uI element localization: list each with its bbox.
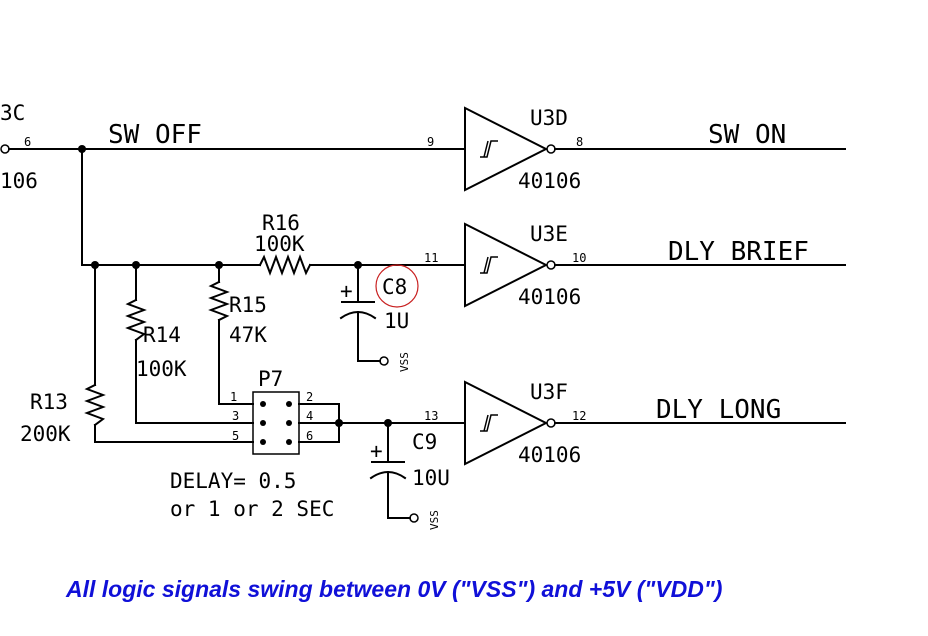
u3e-in-pin: 11 bbox=[424, 251, 438, 265]
r13-ref: R13 bbox=[30, 390, 68, 414]
net-delay-bus bbox=[81, 261, 261, 386]
c8-value: 1U bbox=[384, 309, 409, 333]
r15-value: 47K bbox=[229, 323, 267, 347]
net-label-dly-long: DLY_LONG bbox=[656, 395, 781, 425]
u3d-ref: U3D bbox=[530, 106, 568, 130]
p7-pin-2: 2 bbox=[306, 390, 313, 404]
c8-polarity: + bbox=[340, 279, 353, 303]
r13-value: 200K bbox=[20, 422, 71, 446]
u3c-ref: 3C bbox=[0, 101, 25, 125]
delay-note: DELAY= 0.5 or 1 or 2 SEC bbox=[170, 469, 334, 521]
u3f-in-pin: 13 bbox=[424, 409, 438, 423]
net-sw-off: SW_OFF bbox=[8, 120, 466, 266]
u3f-ref: U3F bbox=[530, 380, 568, 404]
p7-pin-4: 4 bbox=[306, 409, 313, 423]
c8-ground-label: VSS bbox=[398, 352, 411, 372]
r16-value: 100K bbox=[254, 232, 305, 256]
net-label-sw-off: SW_OFF bbox=[108, 120, 202, 150]
r14-value: 100K bbox=[136, 357, 187, 381]
p7-pin-1: 1 bbox=[230, 390, 237, 404]
p7-pin-5: 5 bbox=[232, 429, 239, 443]
u3c-output-bubble bbox=[0, 144, 10, 154]
c9-ground-label: VSS bbox=[428, 510, 441, 530]
u3d-out-pin: 8 bbox=[576, 135, 583, 149]
p7-ref: P7 bbox=[258, 367, 283, 391]
resistor-r14: R14 100K bbox=[125, 298, 254, 424]
r14-ref: R14 bbox=[143, 323, 181, 347]
delay-note-line-1: DELAY= 0.5 bbox=[170, 469, 296, 493]
u3e-ref: U3E bbox=[530, 222, 568, 246]
resistor-r16: R16 100K bbox=[254, 211, 466, 276]
partial-gate-u3c: 3C 6 106 bbox=[0, 101, 38, 193]
c8-ref: C8 bbox=[382, 275, 407, 299]
u3d-part: 40106 bbox=[518, 169, 581, 193]
p7-pin-3: 3 bbox=[232, 409, 239, 423]
c9-polarity: + bbox=[370, 439, 383, 463]
p7-pin-6: 6 bbox=[306, 429, 313, 443]
resistor-r13: R13 200K bbox=[20, 383, 254, 446]
r15-ref: R15 bbox=[229, 293, 267, 317]
net-label-dly-brief: DLY BRIEF bbox=[668, 237, 809, 267]
capacitor-c8: + C8 1U VSS bbox=[339, 261, 419, 372]
c9-value: 10U bbox=[412, 466, 450, 490]
gate-u3f: 13 12 U3F 40106 DLY_LONG bbox=[424, 380, 846, 467]
junction-dot bbox=[78, 145, 86, 153]
u3f-out-pin: 12 bbox=[572, 409, 586, 423]
capacitor-c9: + C9 10U VSS bbox=[369, 419, 450, 530]
u3c-pin-6: 6 bbox=[24, 135, 31, 149]
resistor-r15: R15 47K bbox=[208, 280, 267, 405]
c9-ref: C9 bbox=[412, 430, 437, 454]
highlight-circle bbox=[375, 264, 419, 308]
logic-level-caption: All logic signals swing between 0V ("VSS… bbox=[66, 576, 723, 602]
u3f-part: 40106 bbox=[518, 443, 581, 467]
r16-ref: R16 bbox=[262, 211, 300, 235]
u3e-out-pin: 10 bbox=[572, 251, 586, 265]
gate-u3d: 9 8 U3D 40106 SW_ON bbox=[427, 106, 846, 193]
delay-note-line-2: or 1 or 2 SEC bbox=[170, 497, 334, 521]
u3d-in-pin: 9 bbox=[427, 135, 434, 149]
net-label-sw-on: SW_ON bbox=[708, 120, 786, 150]
u3c-part: 106 bbox=[0, 169, 38, 193]
gate-u3e: 11 10 U3E 40106 DLY BRIEF bbox=[424, 222, 846, 309]
u3e-part: 40106 bbox=[518, 285, 581, 309]
jumper-p7: P7 1 2 3 4 5 6 bbox=[230, 367, 466, 455]
